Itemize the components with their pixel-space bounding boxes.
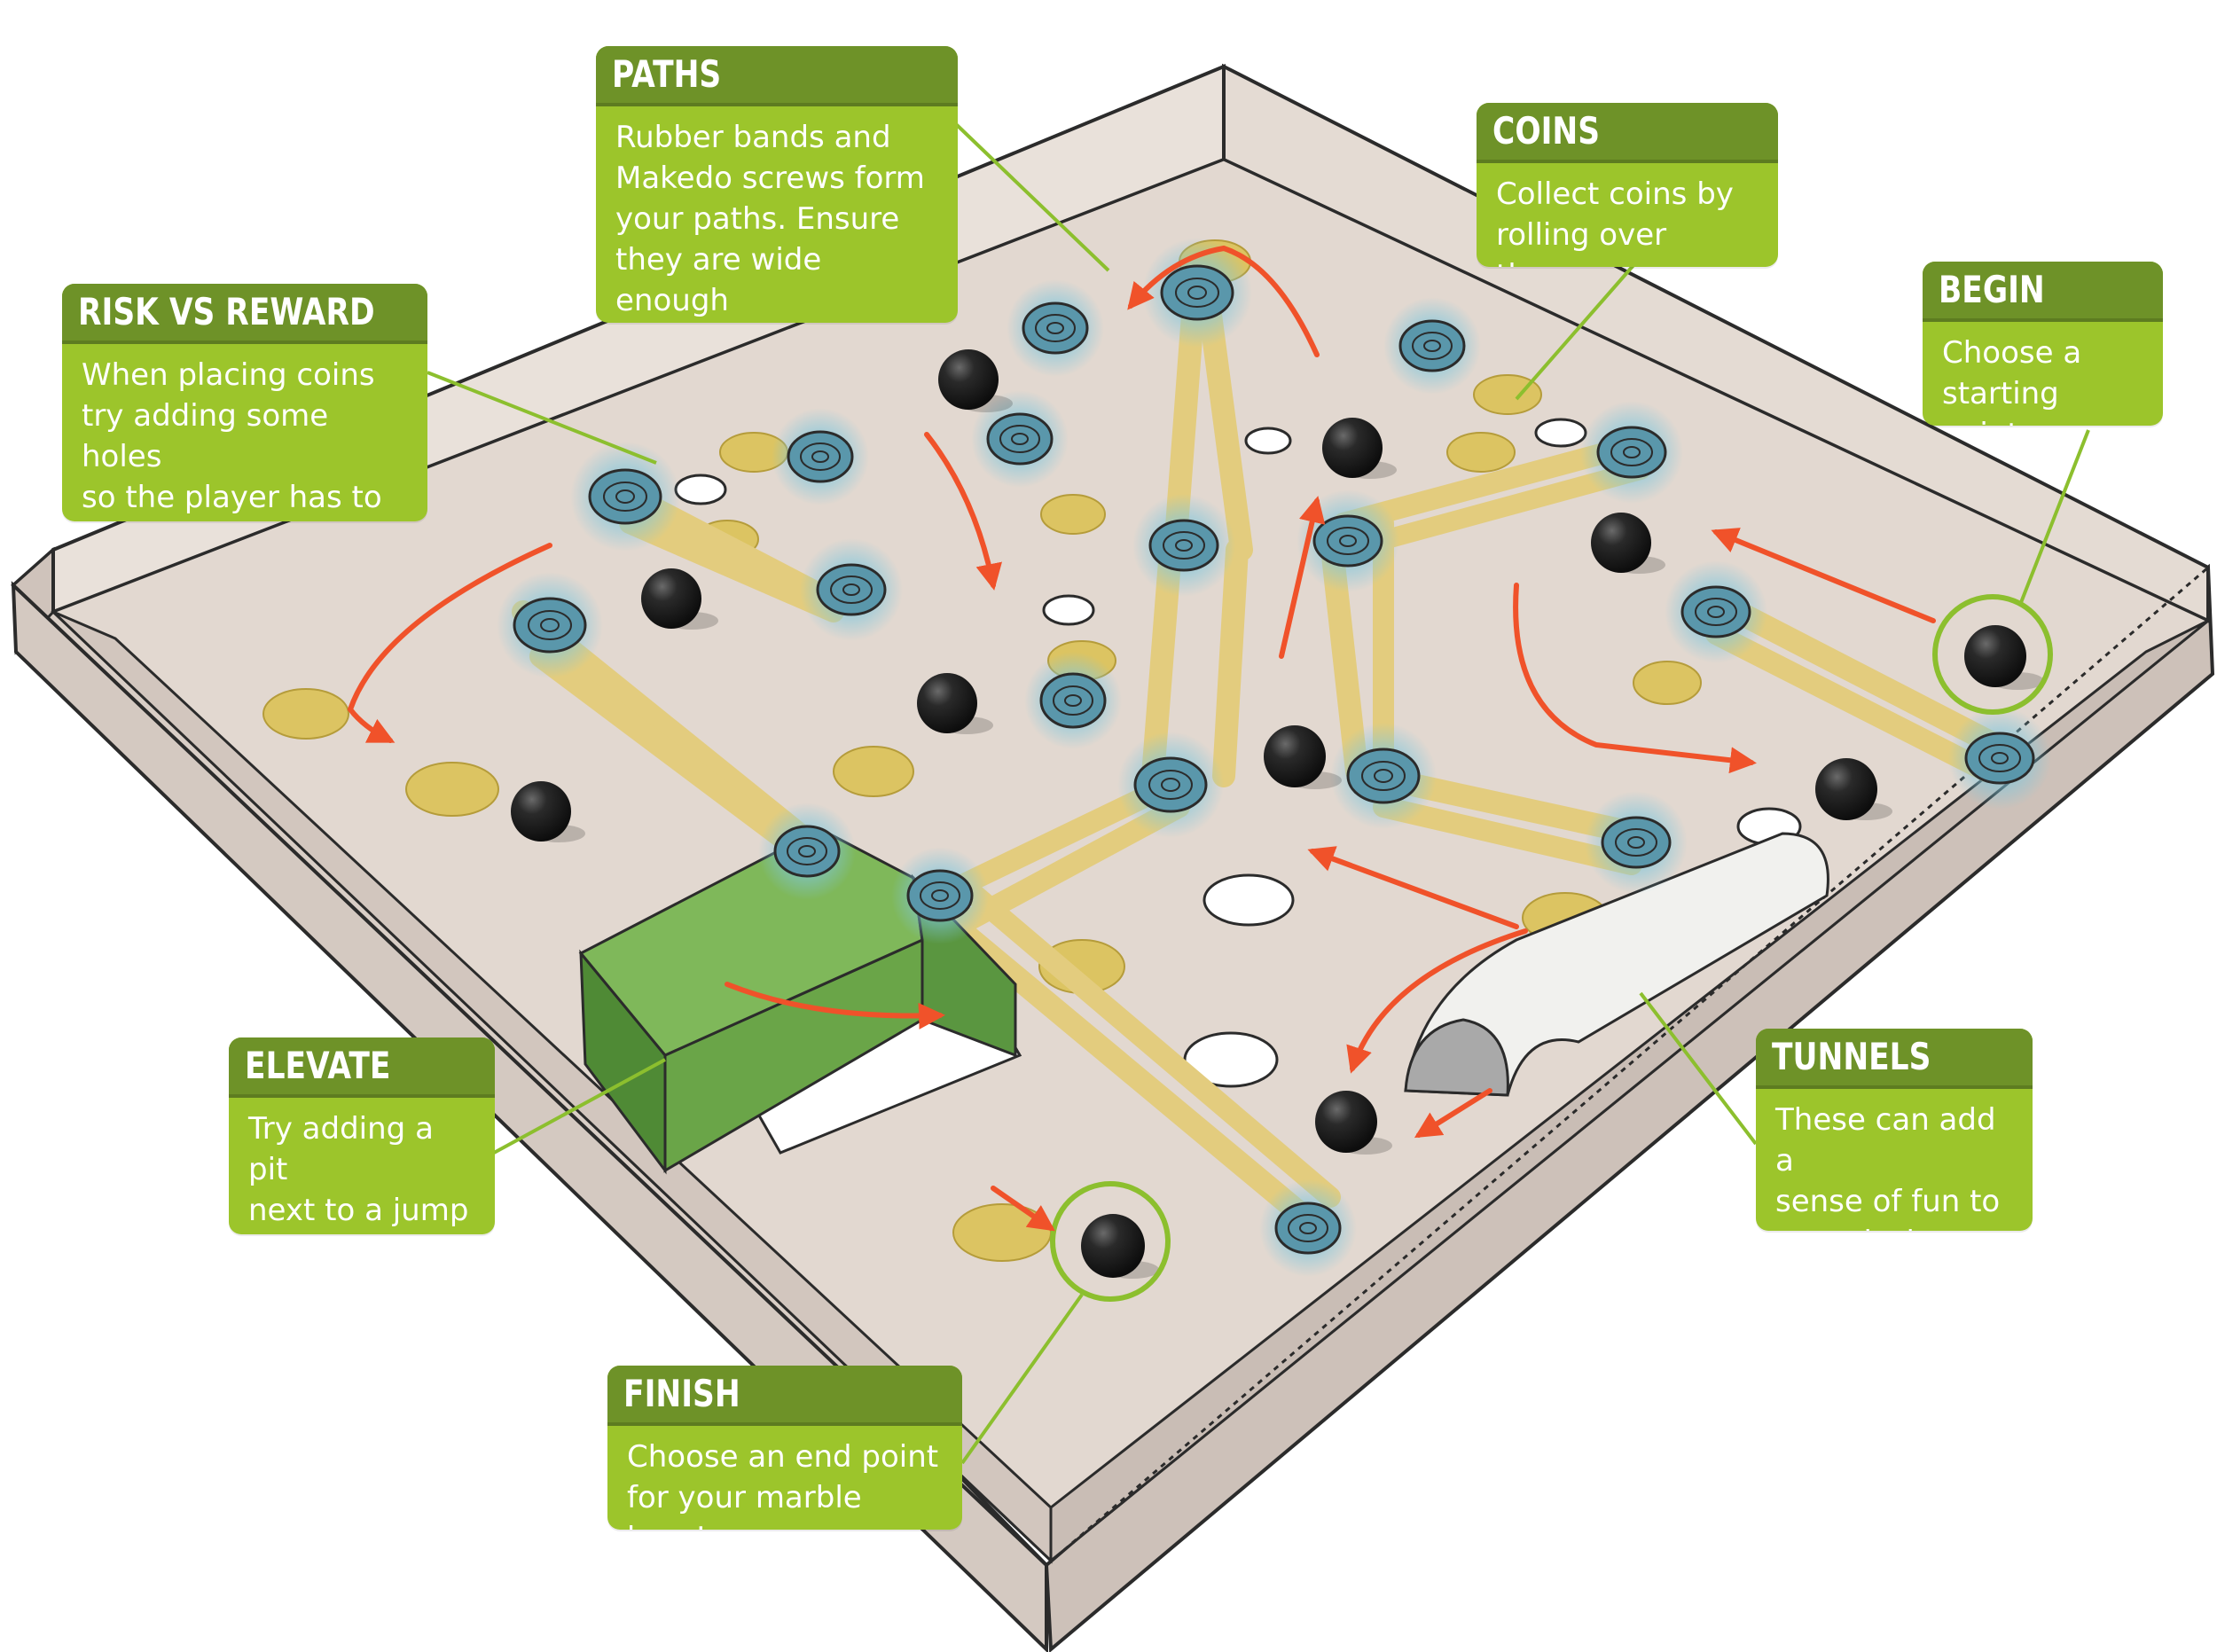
coin [262, 688, 349, 740]
screw [1297, 489, 1399, 592]
arrow [1513, 583, 1757, 774]
coins-leader [1515, 262, 1636, 401]
finish-ring [1050, 1181, 1171, 1302]
screw [1132, 494, 1235, 597]
hole [1042, 594, 1095, 626]
screw [1665, 560, 1767, 663]
coin [1633, 661, 1702, 705]
coins-callout: COINS Collect coins by rolling over them… [1477, 103, 1778, 267]
marble [511, 781, 585, 842]
marbles [511, 349, 2044, 1279]
screw [800, 538, 903, 641]
screw [1580, 401, 1683, 504]
risk-vs-reward-text: When placing coins try adding some holes… [82, 357, 382, 521]
begin-callout: BEGIN Choose a starting point. [1923, 262, 2163, 426]
screw [1117, 732, 1224, 838]
screw [1259, 1179, 1357, 1277]
paths-leader [954, 122, 1110, 272]
makedo-screws [497, 238, 2051, 1277]
marble [938, 349, 1013, 412]
marble [1815, 758, 1892, 820]
coin [833, 746, 914, 797]
screw [758, 803, 856, 900]
screw [1330, 723, 1437, 829]
marble [1591, 513, 1665, 574]
risk-vs-reward-title: RISK VS REWARD [62, 284, 427, 344]
coins-text: Collect coins by rolling over them. [1496, 176, 1734, 267]
begin-ring [1932, 594, 2053, 715]
holes [674, 418, 1802, 1088]
marble [1264, 725, 1342, 789]
arrow [1307, 846, 1519, 929]
screw [1142, 238, 1252, 348]
tunnels-title: TUNNELS [1756, 1029, 2033, 1089]
elevate-text: Try adding a pit next to a jump for more… [248, 1111, 469, 1234]
arrow [1711, 528, 1936, 623]
tunnel [1404, 832, 1829, 1097]
screw [1383, 297, 1481, 395]
arrow [1414, 1088, 1492, 1139]
tunnels-text: These can add a sense of fun to your des… [1775, 1102, 2001, 1231]
arrow [347, 543, 552, 743]
marble [1322, 418, 1397, 479]
marble [1081, 1214, 1159, 1279]
coin [405, 762, 499, 817]
finish-text: Choose an end point for your marble hero… [627, 1439, 939, 1530]
coin [1040, 494, 1106, 535]
arrow [1127, 245, 1320, 357]
screw [971, 390, 1069, 488]
tunnels-leader [1639, 991, 1758, 1146]
finish-title: FINISH [607, 1366, 962, 1426]
coin [1473, 374, 1542, 415]
screw [891, 847, 989, 944]
paths-text: Rubber bands and Makedo screws form your… [615, 120, 925, 318]
screw [772, 408, 869, 505]
finish-leader [960, 1293, 1084, 1465]
paths-title: PATHS [596, 46, 958, 106]
hole [1244, 427, 1292, 455]
begin-title: BEGIN [1923, 262, 2163, 322]
elevate-callout: ELEVATE Try adding a pit next to a jump … [229, 1037, 495, 1234]
risk-leader [427, 371, 657, 465]
screw [1585, 791, 1688, 894]
hole [674, 474, 727, 505]
paths-callout: PATHS Rubber bands and Makedo screws for… [596, 46, 958, 323]
arrow [991, 1186, 1055, 1232]
screw [570, 442, 680, 552]
marble [1315, 1091, 1392, 1155]
marble [917, 673, 993, 734]
marble [1964, 625, 2044, 690]
leader-lines [427, 122, 2090, 1465]
tunnels-callout: TUNNELS These can add a sense of fun to … [1756, 1029, 2033, 1231]
hole [1534, 418, 1587, 448]
arrow [1279, 496, 1326, 659]
marble [641, 568, 718, 630]
arrow [924, 432, 1002, 591]
begin-leader [2018, 429, 2090, 606]
screw [497, 572, 603, 678]
arrow [725, 982, 945, 1030]
coin [952, 1203, 1052, 1262]
direction-arrows [347, 245, 1936, 1232]
begin-text: Choose a starting point. [1942, 335, 2082, 426]
screw [1007, 279, 1104, 377]
risk-vs-reward-callout: RISK VS REWARD When placing coins try ad… [62, 284, 427, 521]
finish-callout: FINISH Choose an end point for your marb… [607, 1366, 962, 1530]
coins-title: COINS [1477, 103, 1778, 163]
elevate-leader [493, 1058, 666, 1155]
elevate-title: ELEVATE [229, 1037, 495, 1098]
hole [1203, 873, 1295, 927]
arrow [1346, 928, 1528, 1074]
screw [1948, 707, 2051, 810]
screw [1024, 652, 1122, 749]
coin [1446, 432, 1516, 473]
